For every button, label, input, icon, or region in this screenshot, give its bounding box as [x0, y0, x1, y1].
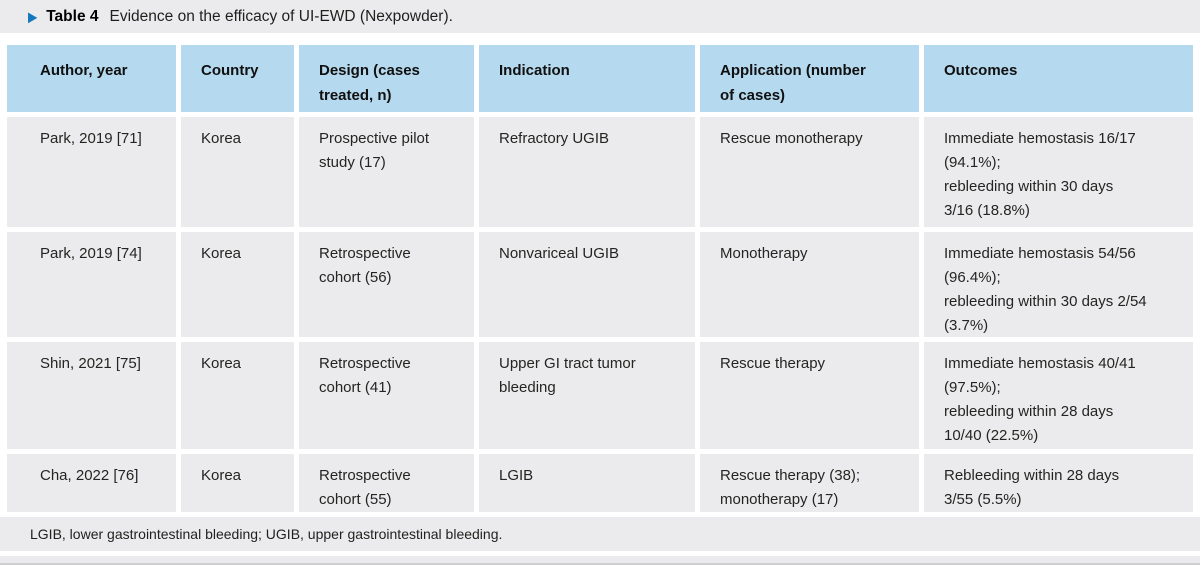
cell-line: rebleeding within 28 days [944, 403, 1114, 420]
cell-line: Rescue therapy [720, 355, 826, 372]
cell-line: (96.4%); [944, 269, 1001, 286]
cell-application: Rescue therapy [700, 342, 919, 449]
cell-line: 3/55 (5.5%) [944, 491, 1022, 508]
cell-outcomes: Immediate hemostasis 40/41 (97.5%); reblee… [924, 342, 1193, 449]
cell-line: Retrospective [319, 245, 411, 262]
cell-design: Retrospective cohort (55) [299, 454, 474, 512]
cell-line: Rescue monotherapy [720, 130, 863, 147]
cell-line: of cases) [720, 87, 786, 104]
cell-line: Application (number [720, 62, 866, 79]
cell-line: monotherapy (17) [720, 491, 839, 508]
cell-line: Rescue therapy (38); [720, 467, 861, 484]
cell-line: Retrospective [319, 355, 411, 372]
cell-line: Korea [201, 467, 242, 484]
cell-line: Upper GI tract tumor [499, 355, 636, 372]
column-header-design: Design (cases treated, n) [299, 45, 474, 112]
cell-line: Immediate hemostasis 40/41 [944, 355, 1136, 372]
cell-line: Country [201, 62, 259, 79]
cell-author-year: Cha, 2022 [76] [7, 454, 176, 512]
cell-line: Immediate hemostasis 54/56 [944, 245, 1136, 262]
column-header-outcomes: Outcomes [924, 45, 1193, 112]
cell-indication: LGIB [479, 454, 695, 512]
cell-line: Author, year [40, 62, 128, 79]
cell-outcomes: Immediate hemostasis 16/17 (94.1%); reblee… [924, 117, 1193, 227]
cell-line: cohort (55) [319, 491, 392, 508]
cell-line: (3.7%) [944, 317, 989, 334]
cell-line: 3/16 (18.8%) [944, 202, 1030, 219]
table-number: Table 4 [46, 7, 99, 25]
cell-line: Rebleeding within 28 days [944, 467, 1120, 484]
cell-application: Monotherapy [700, 232, 919, 337]
cell-country: Korea [181, 342, 294, 449]
caption-marker-icon: ▶ [28, 8, 38, 25]
cell-country: Korea [181, 232, 294, 337]
cell-line: Park, 2019 [71] [40, 130, 142, 147]
cell-line: cohort (56) [319, 269, 392, 286]
column-header-application: Application (number of cases) [700, 45, 919, 112]
cell-line: Monotherapy [720, 245, 808, 262]
cell-line: Prospective pilot [319, 130, 430, 147]
cell-indication: Refractory UGIB [479, 117, 695, 227]
cell-line: Refractory UGIB [499, 130, 610, 147]
cell-line: Korea [201, 130, 242, 147]
cell-line: Nonvariceal UGIB [499, 245, 620, 262]
table-footnote: LGIB, lower gastrointestinal bleeding; U… [0, 517, 1200, 551]
cell-line: rebleeding within 30 days [944, 178, 1114, 195]
cell-line: Outcomes [944, 62, 1018, 79]
evidence-table: Author, year Country Design (cases treated,… [7, 45, 1193, 512]
cell-design: Prospective pilot study (17) [299, 117, 474, 227]
cell-author-year: Park, 2019 [74] [7, 232, 176, 337]
cell-line: cohort (41) [319, 379, 392, 396]
cell-author-year: Shin, 2021 [75] [7, 342, 176, 449]
cell-line: Indication [499, 62, 570, 79]
table-title-text: Evidence on the efficacy of UI-EWD (Nexp… [109, 7, 453, 25]
cell-line: treated, n) [319, 87, 392, 104]
cell-line: Immediate hemostasis 16/17 [944, 130, 1136, 147]
cell-line: (97.5%); [944, 379, 1001, 396]
cell-country: Korea [181, 117, 294, 227]
cell-design: Retrospective cohort (41) [299, 342, 474, 449]
cell-country: Korea [181, 454, 294, 512]
cell-author-year: Park, 2019 [71] [7, 117, 176, 227]
cell-line: study (17) [319, 154, 386, 171]
cell-line: Shin, 2021 [75] [40, 355, 141, 372]
cell-line: Retrospective [319, 467, 411, 484]
cell-line: Park, 2019 [74] [40, 245, 142, 262]
cell-line: Korea [201, 355, 242, 372]
table-caption: ▶ Table 4 Evidence on the efficacy of UI… [0, 0, 1200, 33]
cell-line: Cha, 2022 [76] [40, 467, 139, 484]
cell-line: 10/40 (22.5%) [944, 427, 1039, 444]
cell-line: LGIB [499, 467, 534, 484]
cell-application: Rescue therapy (38); monotherapy (17) [700, 454, 919, 512]
cell-line: Design (cases [319, 62, 420, 79]
column-header-country: Country [181, 45, 294, 112]
cell-line: rebleeding within 30 days 2/54 [944, 293, 1147, 310]
cell-outcomes: Rebleeding within 28 days 3/55 (5.5%) [924, 454, 1193, 512]
cell-application: Rescue monotherapy [700, 117, 919, 227]
cell-indication: Upper GI tract tumor bleeding [479, 342, 695, 449]
cell-outcomes: Immediate hemostasis 54/56 (96.4%); reblee… [924, 232, 1193, 337]
bottom-strip [0, 556, 1200, 565]
column-header-author-year: Author, year [7, 45, 176, 112]
cell-design: Retrospective cohort (56) [299, 232, 474, 337]
column-header-indication: Indication [479, 45, 695, 112]
cell-line: Korea [201, 245, 242, 262]
cell-line: bleeding [499, 379, 556, 396]
cell-indication: Nonvariceal UGIB [479, 232, 695, 337]
cell-line: (94.1%); [944, 154, 1001, 171]
